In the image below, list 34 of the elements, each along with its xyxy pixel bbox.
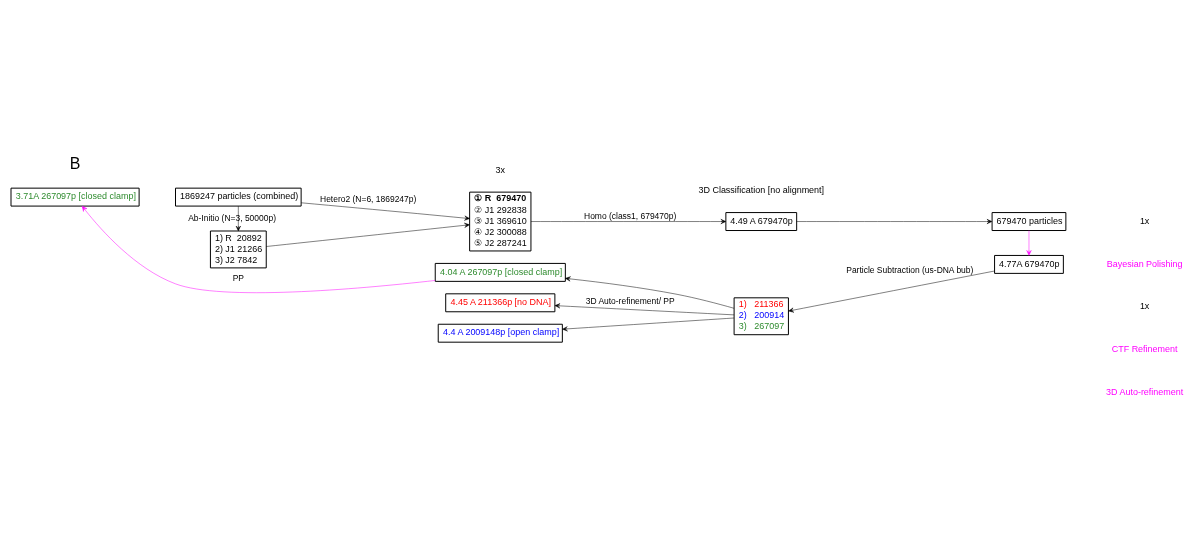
node-box: 1) R 20892 2) J1 21266 3) J2 7842: [209, 230, 267, 269]
node-box: 679470 particles: [991, 212, 1067, 231]
node-box: 1) 211366 2) 200914 3) 267097: [733, 297, 789, 336]
edge-label: Ab-Initio (N=3, 50000p): [188, 212, 276, 223]
edge-label: Particle Subtraction (us-DNA bub): [846, 264, 974, 275]
arrow: [266, 222, 470, 247]
arrow: [300, 202, 470, 221]
label: Bayesian Polishing: [1106, 258, 1183, 269]
arrow: [788, 270, 995, 313]
edge-label: Hetero2 (N=6, 1869247p): [320, 193, 417, 204]
label: 3D Classification [no alignment]: [698, 185, 825, 196]
label: B: [69, 154, 81, 172]
arrow: [530, 219, 727, 225]
arrow: [562, 317, 735, 332]
edge-label: Homo (class1, 679470p): [584, 210, 677, 221]
edge-label: 3D Auto-refinement/ PP: [585, 296, 675, 307]
label: 3D Auto-refinement: [1105, 387, 1184, 398]
label: 3x: [495, 164, 506, 175]
node-box: 4.4 A 2009148p [open clamp]: [437, 323, 563, 343]
node-box: 1869247 particles (combined): [175, 187, 302, 207]
arrow: [796, 219, 993, 225]
label: 1x: [1139, 215, 1150, 226]
arrow: [1026, 230, 1032, 256]
edge-label: PP: [232, 273, 244, 284]
label: 1x: [1139, 301, 1150, 312]
label: CTF Refinement: [1111, 344, 1178, 355]
node-box: 4.49 A 679470p: [725, 212, 798, 231]
node-box: 4.77A 679470p: [994, 254, 1064, 274]
arrow: [565, 276, 735, 309]
node-box: 3.71A 267097p [closed clamp]: [10, 187, 140, 207]
node-box: 4.45 A 211366p [no DNA]: [445, 293, 556, 313]
node-box: ① R 679470 ② J1 292838 ③ J1 369610 ④ J2 300088 ⑤ J2 287241: [469, 191, 532, 252]
node-box: 4.04 A 267097p [closed clamp]: [434, 262, 566, 282]
arrow: [554, 303, 735, 316]
